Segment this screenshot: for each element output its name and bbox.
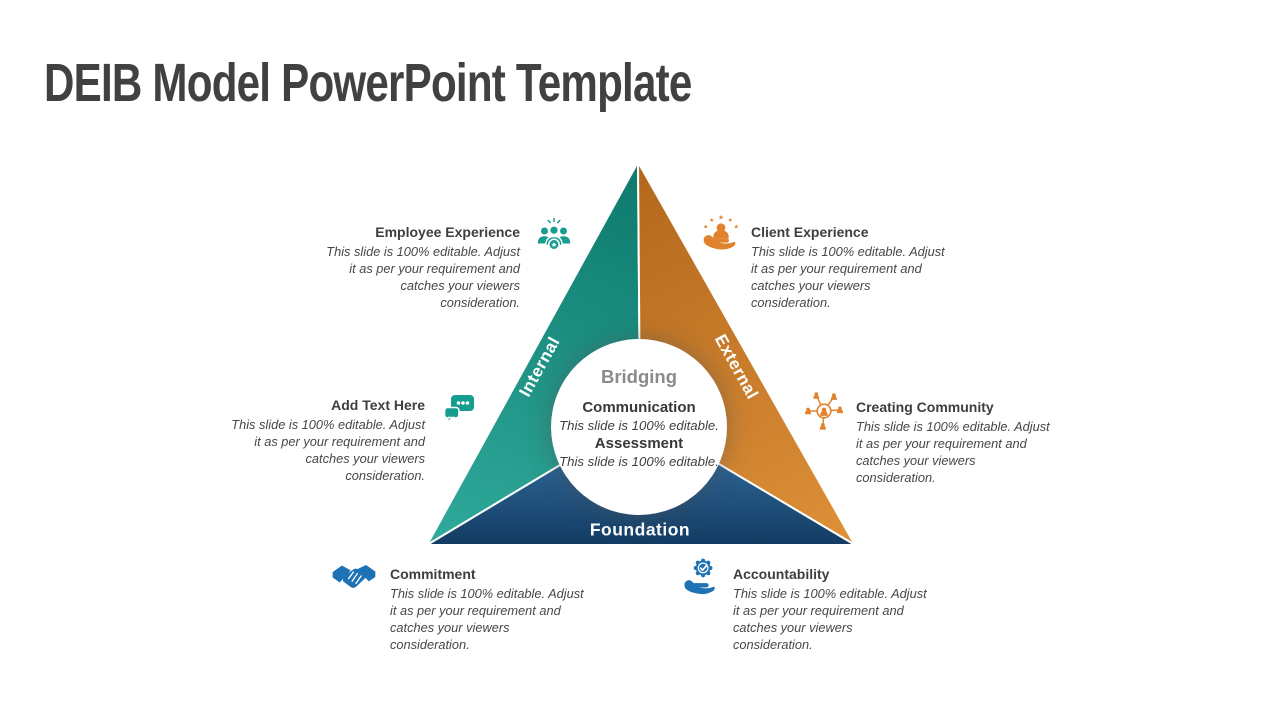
- callout-body: This slide is 100% editable. Adjust it a…: [231, 417, 425, 483]
- assessment-text: This slide is 100% editable.: [559, 454, 719, 469]
- customer-care-icon: [698, 213, 744, 261]
- callout-client-experience: Client Experience This slide is 100% edi…: [751, 224, 973, 311]
- callout-body: This slide is 100% editable. Adjust it a…: [390, 586, 584, 652]
- callout-commitment: Commitment This slide is 100% editable. …: [390, 566, 612, 653]
- callout-employee-experience: Employee Experience This slide is 100% e…: [298, 224, 520, 311]
- callout-body: This slide is 100% editable. Adjust it a…: [856, 419, 1050, 485]
- callout-title: Accountability: [733, 566, 830, 582]
- callout-accountability: Accountability This slide is 100% editab…: [733, 566, 955, 653]
- page-title: DEIB Model PowerPoint Template: [44, 53, 692, 113]
- bridging-heading: Bridging: [600, 366, 678, 387]
- callout-title: Commitment: [390, 566, 476, 582]
- team-icon: [534, 216, 574, 258]
- assessment-label: Assessment: [594, 435, 684, 452]
- community-network-icon: [802, 389, 846, 433]
- callout-body: This slide is 100% editable. Adjust it a…: [326, 244, 520, 310]
- communication-text: This slide is 100% editable.: [559, 418, 719, 433]
- callout-body: This slide is 100% editable. Adjust it a…: [733, 586, 927, 652]
- handshake-icon: [331, 561, 377, 593]
- callout-title: Employee Experience: [375, 224, 520, 240]
- hand-badge-check-icon: [679, 557, 723, 604]
- callout-add-text-here: Add Text Here This slide is 100% editabl…: [203, 397, 425, 484]
- callout-title: Client Experience: [751, 224, 869, 240]
- foundation-side-label: Foundation: [589, 519, 691, 540]
- bridging-circle: Bridging Communication This slide is 100…: [551, 339, 727, 515]
- callout-title: Creating Community: [856, 399, 994, 415]
- chat-bubbles-icon: [440, 391, 478, 427]
- callout-title: Add Text Here: [331, 397, 425, 413]
- callout-creating-community: Creating Community This slide is 100% ed…: [856, 399, 1078, 486]
- communication-label: Communication: [582, 399, 696, 416]
- callout-body: This slide is 100% editable. Adjust it a…: [751, 244, 945, 310]
